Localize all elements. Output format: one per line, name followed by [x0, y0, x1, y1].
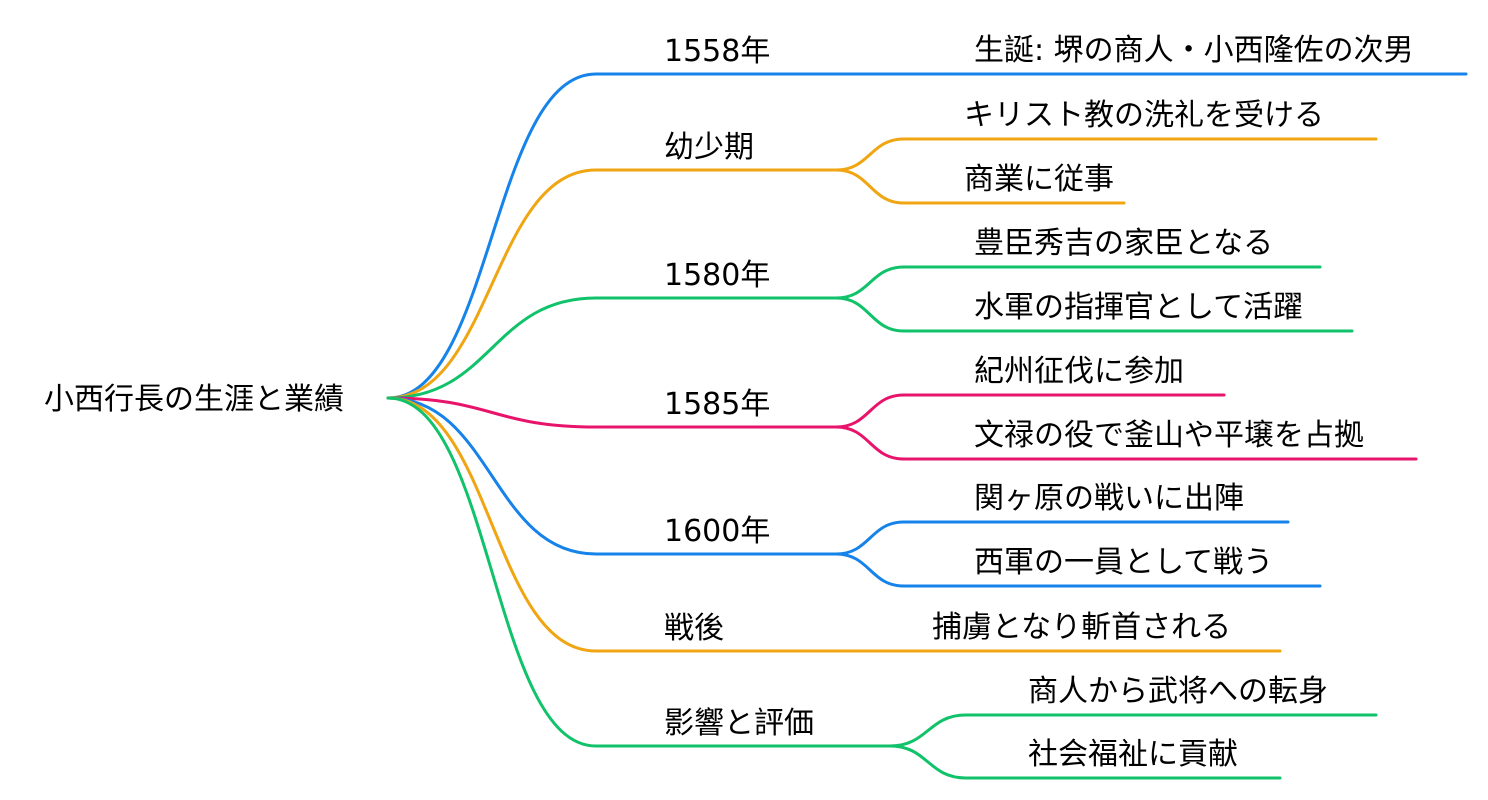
root-node-label: 小西行長の生涯と業績 [44, 382, 344, 417]
child-curve-3-2 [834, 296, 906, 333]
branch-label-4: 1585年 [664, 387, 770, 422]
child-label-6-1: 捕虜となり斬首される [932, 610, 1231, 645]
branch-label-6: 戦後 [664, 611, 724, 646]
child-curve-2-2 [834, 168, 906, 205]
child-label-3-1: 豊臣秀吉の家臣となる [974, 226, 1273, 261]
branch-label-2: 幼少期 [664, 130, 754, 165]
child-curve-4-2 [834, 425, 906, 461]
child-curve-7-2 [888, 744, 968, 780]
child-curve-3-1 [834, 265, 906, 300]
child-label-7-2: 社会福祉に貢献 [1028, 737, 1238, 772]
branch-label-5: 1600年 [664, 514, 770, 549]
branch-curve-4 [386, 396, 598, 429]
child-label-5-1: 関ヶ原の戦いに出陣 [974, 481, 1244, 516]
child-label-5-2: 西軍の一員として戦う [974, 545, 1273, 580]
branch-curve-5 [386, 396, 598, 556]
branch-label-1: 1558年 [664, 34, 770, 69]
child-curve-7-1 [888, 713, 968, 748]
child-curve-2-1 [834, 137, 906, 172]
child-curve-4-1 [834, 393, 906, 429]
child-label-4-2: 文禄の役で釜山や平壌を占拠 [974, 418, 1364, 453]
mindmap-edges [386, 72, 1468, 780]
branch-label-3: 1580年 [664, 258, 770, 293]
branch-curve-2 [386, 168, 598, 400]
child-label-7-1: 商人から武将への転身 [1028, 674, 1328, 709]
child-label-4-1: 紀州征伐に参加 [974, 354, 1184, 389]
branch-curve-3 [386, 296, 598, 400]
child-label-3-2: 水軍の指揮官として活躍 [974, 290, 1303, 325]
child-curve-5-1 [834, 520, 906, 556]
child-label-2-1: キリスト教の洗礼を受ける [964, 98, 1324, 133]
branch-label-7: 影響と評価 [664, 706, 814, 741]
child-label-2-2: 商業に従事 [964, 162, 1114, 197]
child-label-1-1: 生誕: 堺の商人・小西隆佐の次男 [974, 33, 1414, 68]
branch-curve-6 [386, 396, 598, 653]
branch-curve-1 [386, 72, 598, 400]
branch-curve-7 [386, 396, 598, 748]
child-curve-5-2 [834, 552, 906, 588]
